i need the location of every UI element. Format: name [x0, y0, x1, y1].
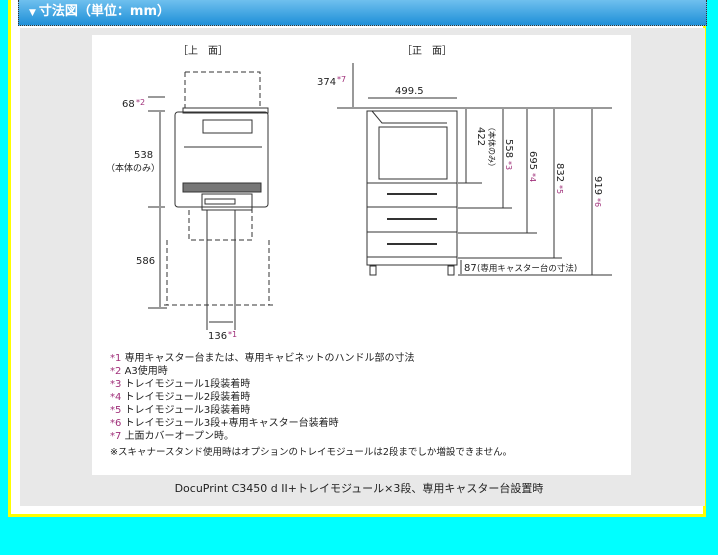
note-text: A3使用時: [124, 366, 168, 377]
section-title: 寸法図（単位：mm）: [38, 4, 171, 19]
top-view-dimensions: [148, 96, 233, 323]
note-mark: *2: [110, 366, 122, 377]
note-text: トレイモジュール1段装着時: [124, 379, 251, 390]
front-view-printer: [366, 110, 458, 276]
note-item: *3 トレイモジュール1段装着時: [110, 378, 512, 391]
note-item: *7 上面カバーオープン時。: [110, 430, 512, 443]
notes-list: *1 専用キャスター台または、専用キャビネットのハンドル部の寸法 *2 A3使用…: [110, 352, 512, 459]
note-item: *4 トレイモジュール2段装着時: [110, 391, 512, 404]
front-view-dimensions: [337, 63, 612, 276]
triangle-down-icon: ▼: [29, 8, 36, 18]
top-view-title: ［上 面］: [178, 45, 228, 57]
section-header[interactable]: ▼寸法図（単位：mm）: [18, 0, 707, 26]
dim-422-note: （本体のみ）: [487, 123, 497, 171]
figure-caption: DocuPrint C3450 d II+トレイモジュール×3段、専用キャスター…: [174, 482, 544, 495]
dimension-figure: ［上 面］ ［正 面］ 68 *2 538 （本体のみ） 586 136 *1: [92, 35, 631, 475]
dim-87-note: (専用キャスター台の寸法): [477, 263, 577, 274]
dim-374: 374: [317, 77, 336, 88]
note-text: 上面カバーオープン時。: [124, 431, 234, 442]
dim-374-mark: *7: [337, 75, 346, 84]
dim-136: 136: [208, 331, 227, 342]
dim-586: 586: [136, 256, 155, 267]
dim-695-mark: *4: [528, 173, 537, 182]
front-view-title: ［正 面］: [402, 45, 452, 57]
dim-695: 695: [527, 151, 538, 170]
dim-832-mark: *5: [555, 185, 564, 194]
dim-68: 68: [122, 99, 135, 110]
note-item: *2 A3使用時: [110, 365, 512, 378]
note-mark: *3: [110, 379, 122, 390]
note-mark: *1: [110, 353, 122, 364]
dim-558-mark: *3: [504, 161, 513, 170]
dim-538: 538: [134, 150, 153, 161]
note-mark: *6: [110, 418, 122, 429]
note-item: *1 専用キャスター台または、専用キャビネットのハンドル部の寸法: [110, 352, 512, 365]
note-text: トレイモジュール2段装着時: [124, 392, 251, 403]
top-view-printer: [164, 71, 274, 330]
dim-width: 499.5: [395, 86, 424, 97]
note-item: *5 トレイモジュール3段装着時: [110, 404, 512, 417]
note-mark: *7: [110, 431, 122, 442]
note-item: *6 トレイモジュール3段+専用キャスター台装着時: [110, 417, 512, 430]
note-mark: *5: [110, 405, 122, 416]
dim-68-mark: *2: [136, 98, 145, 107]
dim-919: 919: [592, 176, 603, 195]
footnote: ※スキャナースタンド使用時はオプションのトレイモジュールは2段までしか増設できま…: [110, 447, 513, 458]
dim-832: 832: [554, 163, 565, 182]
dim-136-mark: *1: [228, 330, 237, 339]
note-text: トレイモジュール3段+専用キャスター台装着時: [124, 418, 339, 429]
dim-538-note: （本体のみ）: [106, 162, 160, 174]
dim-558: 558: [503, 139, 514, 158]
note-mark: *4: [110, 392, 122, 403]
dim-422: 422: [475, 127, 486, 146]
note-text: トレイモジュール3段装着時: [124, 405, 251, 416]
note-text: 専用キャスター台または、専用キャビネットのハンドル部の寸法: [124, 353, 415, 364]
dim-87: 87: [464, 263, 477, 274]
dimension-drawing: ［上 面］ ［正 面］ 68 *2 538 （本体のみ） 586 136 *1: [106, 45, 612, 342]
dim-919-mark: *6: [593, 198, 602, 207]
